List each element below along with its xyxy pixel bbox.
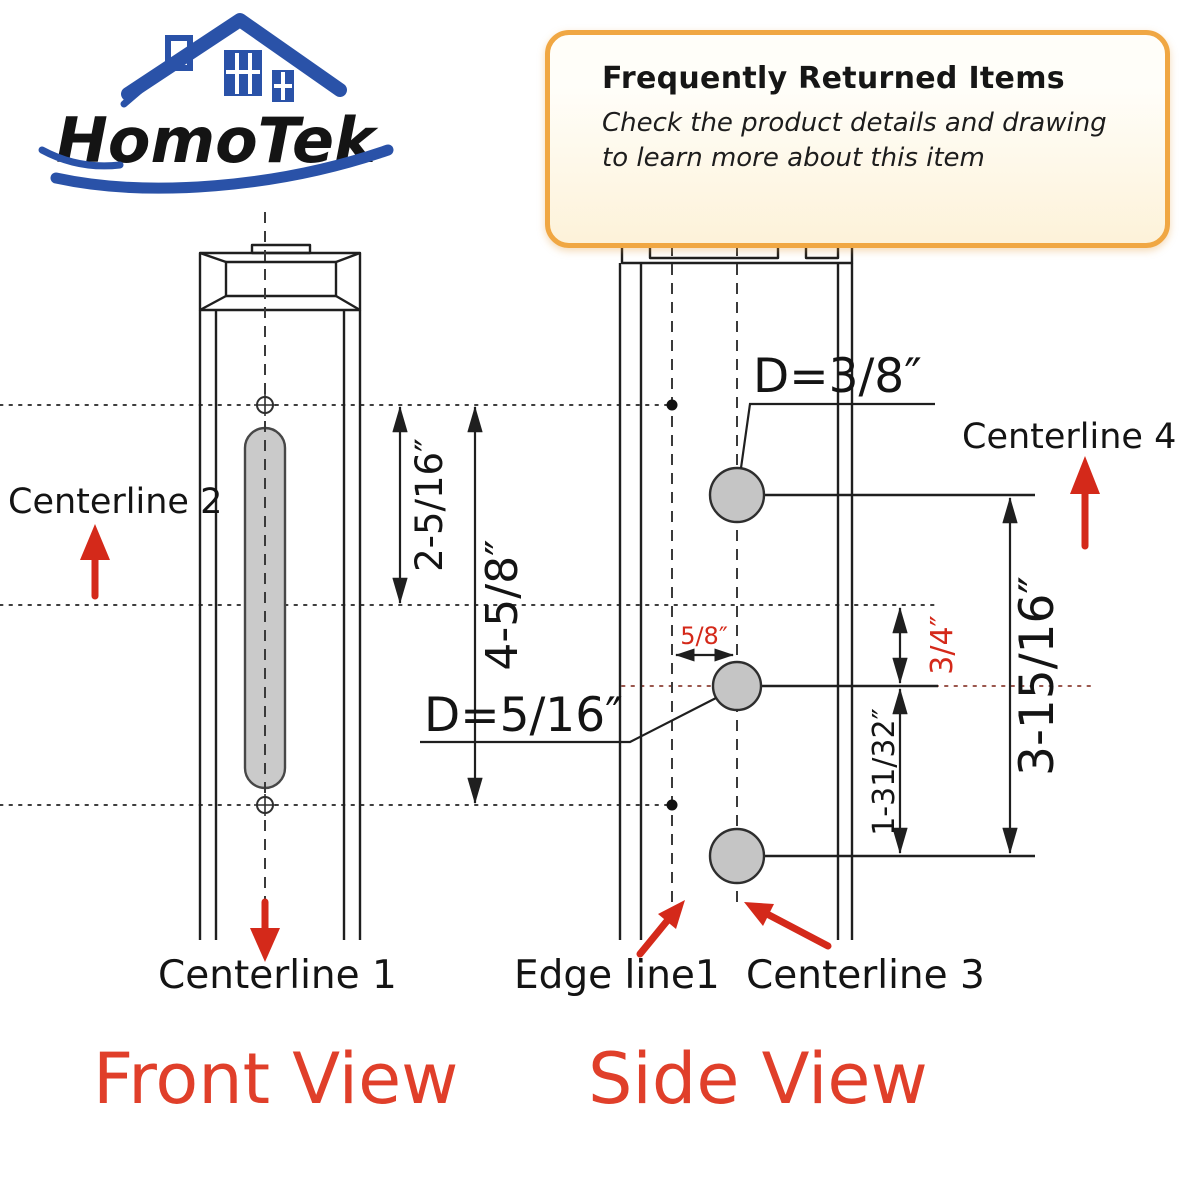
label-centerline-1: Centerline 1: [158, 953, 397, 998]
label-edge-line-1: Edge line1: [514, 953, 720, 998]
centerline-3-arrow: [744, 902, 832, 950]
front-view-profile: [198, 243, 362, 940]
callout-body-line-2: to learn more about this item: [602, 143, 985, 174]
logo-swoosh: [38, 144, 394, 194]
front-view-title: Front View: [93, 1038, 458, 1120]
centerline-4-arrow: [1070, 456, 1100, 550]
edge-bottom-point: [666, 799, 678, 811]
side-hole-top: [708, 466, 766, 524]
dimension-lines: [392, 405, 1018, 855]
dim-edge-offset: 5/8″: [680, 622, 728, 650]
dim-top-hole-diameter: D=3/8″: [753, 349, 922, 404]
logo-graphic: HomoTek: [38, 13, 394, 194]
centerline-2-arrow: [80, 524, 110, 600]
brand-logo: HomoTek: [28, 6, 428, 211]
construction-lines: [0, 404, 1091, 806]
label-centerline-3: Centerline 3: [746, 953, 985, 998]
side-view-profile: [618, 225, 1035, 940]
callout-title: Frequently Returned Items: [602, 61, 1065, 96]
centerline-axes: [264, 212, 738, 902]
dim-full-spacing: 4-5/8″: [477, 539, 528, 670]
edge-top-point: [666, 399, 678, 411]
label-centerline-2: Centerline 2: [8, 482, 222, 522]
leader-middle-hole: [420, 697, 717, 744]
front-cap-tab: [250, 243, 312, 255]
callout-body-line-1: Check the product details and drawing: [602, 108, 1107, 138]
leader-top-hole: [739, 402, 935, 469]
dim-middle-hole-diameter: D=5/16″: [424, 688, 623, 743]
leader-lines: [420, 402, 935, 744]
edge-line-1-arrow: [636, 900, 685, 958]
front-hole-markers: [254, 394, 276, 816]
side-hole-bottom: [708, 827, 766, 885]
label-centerline-4: Centerline 4: [962, 417, 1176, 457]
dim-middle-offset: 3/4″: [925, 615, 960, 675]
side-hole-middle: [711, 660, 763, 712]
frequently-returned-callout: Frequently Returned Items Check the prod…: [545, 30, 1170, 248]
side-holes: [708, 466, 766, 885]
dim-side-total: 3-15/16″: [1010, 576, 1065, 776]
dim-half-spacing: 2-5/16″: [408, 438, 451, 572]
centerline-1-arrow: [250, 898, 280, 962]
house-icon: [120, 13, 347, 108]
callout-body: Check the product details and drawing to…: [602, 106, 1147, 176]
front-cap-inner: [224, 260, 338, 298]
dim-lower-spacing: 1-31/32″: [867, 708, 902, 836]
side-view-title: Side View: [588, 1038, 928, 1120]
